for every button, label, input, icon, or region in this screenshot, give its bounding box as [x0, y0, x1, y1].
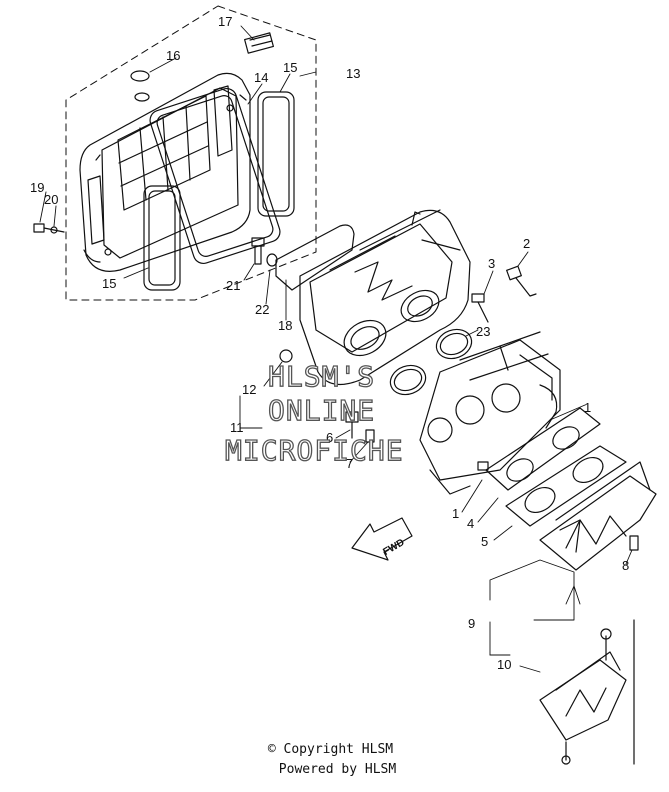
- seal-gasket-15-right: [257, 91, 295, 217]
- carburetor-assembly: [419, 331, 561, 495]
- reed-valve-assembly: [539, 461, 657, 571]
- callout-23: 23: [476, 324, 490, 339]
- clip-16: [130, 70, 150, 102]
- reed-plate-5: [505, 445, 627, 527]
- callout-20: 20: [44, 192, 58, 207]
- callout-18: 18: [278, 318, 292, 333]
- callout-2: 2: [523, 236, 530, 251]
- powered-by-text: Powered by HLSM: [278, 762, 397, 777]
- callout-12: 12: [242, 382, 256, 397]
- callout-21: 21: [226, 278, 240, 293]
- air-box-housing: [79, 72, 251, 272]
- gasket-4: [485, 407, 601, 491]
- callout-8: 8: [622, 558, 629, 573]
- callout-11: 11: [230, 420, 244, 435]
- callout-15-upper: 15: [283, 60, 297, 75]
- gasket-18: [275, 224, 355, 291]
- callout-19: 19: [30, 180, 44, 195]
- callout-1-upper: 1: [584, 400, 591, 415]
- seal-gasket-15-left: [143, 185, 181, 291]
- watermark-line-2: ONLINE: [268, 394, 375, 427]
- callout-22: 22: [255, 302, 269, 317]
- o-ring-23: [389, 328, 473, 396]
- copyright-text: © Copyright HLSM: [267, 742, 394, 757]
- watermark: HLSM'S ONLINE MICROFICHE: [224, 359, 404, 467]
- watermark-line-1: HLSM'S: [268, 360, 375, 393]
- callout-7: 7: [346, 456, 353, 471]
- callout-9: 9: [468, 616, 475, 631]
- bolt-21: [251, 237, 278, 267]
- connector-17: [244, 32, 274, 54]
- nut-12: [279, 349, 293, 363]
- bolt-19: [33, 223, 65, 234]
- callout-14: 14: [254, 70, 268, 85]
- group-outline-13: [65, 5, 317, 301]
- callout-3: 3: [488, 256, 495, 271]
- detail-view-10: [539, 619, 635, 765]
- bolt-6: [345, 411, 359, 439]
- bolt-3: [471, 293, 489, 323]
- callout-10: 10: [497, 657, 511, 672]
- callout-6: 6: [326, 430, 333, 445]
- callout-15-lower: 15: [102, 276, 116, 291]
- callout-5: 5: [481, 534, 488, 549]
- callout-1-lower: 1: [452, 506, 459, 521]
- fwd-arrow: [351, 517, 413, 561]
- callout-17: 17: [218, 14, 232, 29]
- callout-4: 4: [467, 516, 474, 531]
- leader-lines: [39, 25, 633, 673]
- pin-8: [629, 535, 639, 551]
- callout-13: 13: [346, 66, 360, 81]
- bolt-2: [506, 265, 537, 297]
- intake-manifold: [299, 209, 471, 386]
- fwd-label: FWD: [381, 537, 406, 558]
- watermark-line-3: MICROFICHE: [225, 434, 404, 467]
- screw-7: [365, 429, 375, 443]
- callout-16: 16: [166, 48, 180, 63]
- callout-labels: 1 1 2 3 4 5 6 7 8 9 10 11 12 13 14 15 15…: [30, 14, 629, 672]
